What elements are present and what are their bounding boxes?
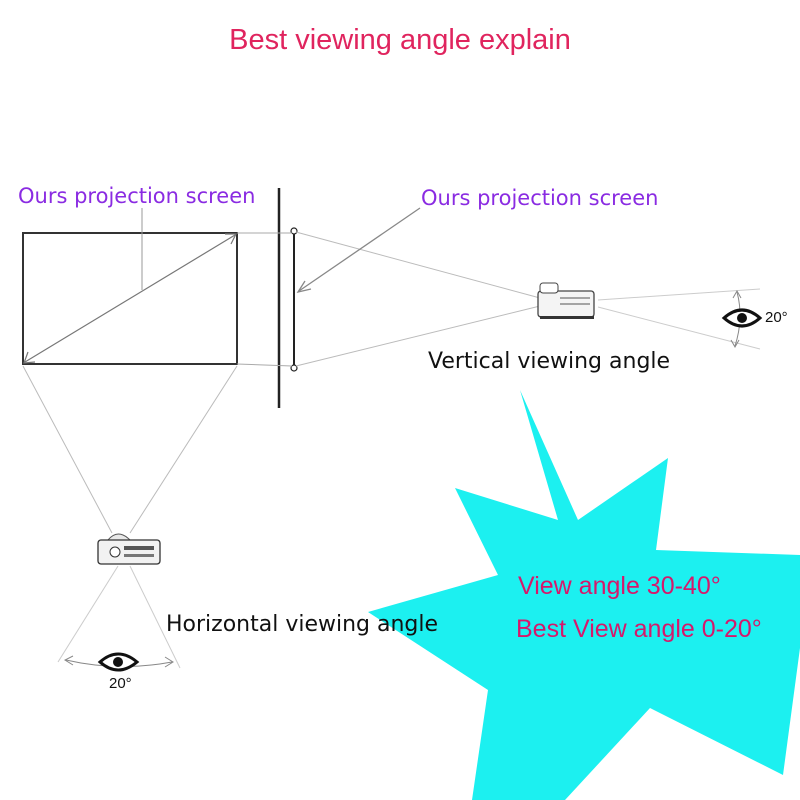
angle-label-bottom: 20° bbox=[109, 675, 132, 692]
screen-label-arrowhead bbox=[296, 280, 312, 293]
horizontal-beam-right bbox=[129, 365, 238, 534]
screen-top-knob bbox=[290, 227, 298, 235]
screen-label-arrow bbox=[298, 207, 421, 292]
angle-arc-bottom-head-right bbox=[164, 656, 174, 668]
angle-label-right: 20° bbox=[765, 309, 788, 326]
screen-bottom-knob bbox=[290, 364, 298, 372]
starburst-line-2: Best View angle 0-20° bbox=[516, 615, 762, 643]
view-cone-bottom-right bbox=[129, 565, 181, 669]
view-cone-right-bottom bbox=[597, 306, 761, 350]
ext-line-bottom bbox=[236, 363, 293, 367]
screen-label-right: Ours projection screen bbox=[421, 186, 659, 210]
projector-icon bbox=[97, 533, 161, 565]
starburst bbox=[368, 390, 800, 800]
page-title: Best viewing angle explain bbox=[229, 24, 571, 56]
starburst-line-1: View angle 30-40° bbox=[518, 572, 721, 600]
diagonal-arrowhead-top bbox=[225, 233, 237, 245]
eye-icon bbox=[97, 652, 140, 672]
vertical-angle-label: Vertical viewing angle bbox=[428, 349, 671, 374]
angle-arc-bottom-head-left bbox=[63, 655, 74, 666]
vertical-beam-top bbox=[295, 231, 541, 299]
horizontal-beam-left bbox=[22, 365, 113, 534]
horizontal-angle-label: Horizontal viewing angle bbox=[166, 612, 439, 637]
screen-front-view bbox=[22, 232, 238, 365]
diagonal-arrowhead-bottom bbox=[23, 351, 36, 364]
view-cone-bottom-left bbox=[57, 565, 119, 663]
screen-diagonal bbox=[24, 234, 236, 363]
view-cone-right-top bbox=[597, 288, 761, 301]
vertical-beam-bottom bbox=[295, 305, 541, 367]
angle-arc-right-head-bottom bbox=[730, 339, 740, 349]
eye-icon bbox=[721, 308, 763, 328]
screen-label-left: Ours projection screen bbox=[18, 184, 256, 208]
angle-arc-right-head-top bbox=[732, 289, 742, 299]
projector-icon bbox=[537, 282, 595, 319]
